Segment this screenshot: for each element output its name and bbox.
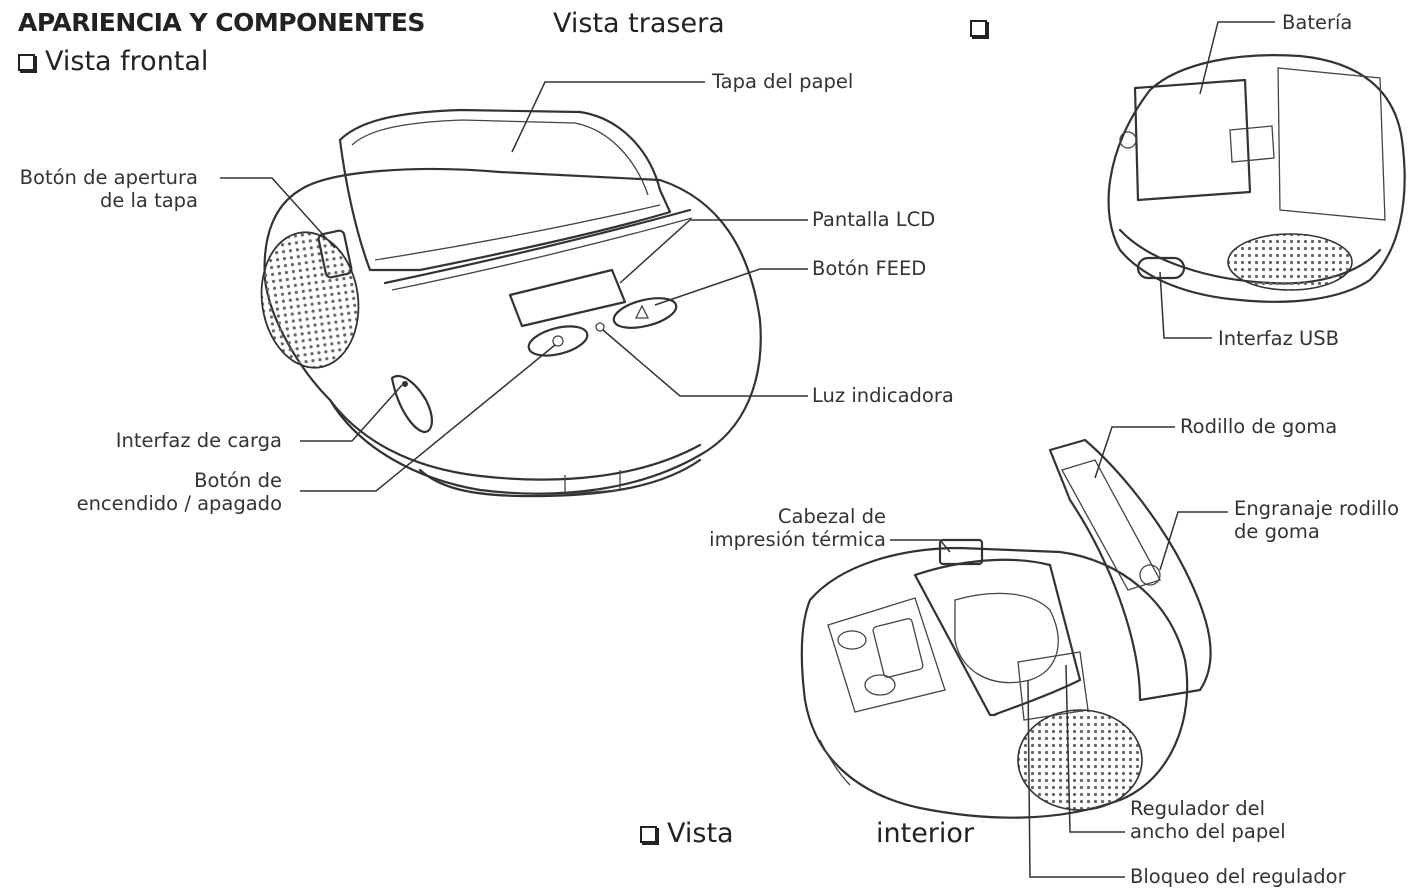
label-line: Engranaje rodillo xyxy=(1234,497,1400,520)
label-regulator-lock: Bloqueo del regulador xyxy=(1130,865,1346,888)
label-feed-button: Botón FEED xyxy=(812,257,927,280)
label-line: de goma xyxy=(1234,520,1320,543)
label-charge-port: Interfaz de carga xyxy=(115,429,282,452)
label-usb-port: Interfaz USB xyxy=(1218,327,1340,350)
rear-printer-drawing xyxy=(1107,54,1406,303)
page-title: APARIENCIA Y COMPONENTES xyxy=(18,8,425,37)
label-line: Cabezal de xyxy=(777,505,886,528)
section-interior-label-b: interior xyxy=(876,818,975,849)
label-power-button: Botón de encendido / apagado xyxy=(0,469,282,515)
label-lid-open-button: Botón de apertura de la tapa xyxy=(0,166,198,212)
label-line: de la tapa xyxy=(99,189,198,212)
label-lcd: Pantalla LCD xyxy=(812,208,936,231)
checkbox-icon xyxy=(18,54,35,71)
label-battery: Batería xyxy=(1282,11,1353,34)
checkbox-icon xyxy=(970,20,987,37)
leader-lines xyxy=(220,21,1275,878)
label-thermal-head: Cabezal de impresión térmica xyxy=(660,505,886,551)
label-roller-gear: Engranaje rodillo de goma xyxy=(1234,497,1399,543)
label-line: impresión térmica xyxy=(709,528,886,551)
section-interior-label-a: Vista xyxy=(667,818,734,849)
label-width-regulator: Regulador del ancho del papel xyxy=(1130,797,1286,843)
section-interior-view: Vista xyxy=(640,818,734,849)
label-rubber-roller: Rodillo de goma xyxy=(1180,415,1338,438)
checkbox-icon xyxy=(640,826,657,843)
label-paper-cover: Tapa del papel xyxy=(712,70,854,93)
front-printer-drawing xyxy=(260,108,762,498)
label-line: Botón de xyxy=(194,469,282,492)
section-front-label: Vista frontal xyxy=(45,46,209,77)
section-rear-view: Vista trasera xyxy=(553,8,725,39)
section-front-view: Vista frontal xyxy=(18,46,208,77)
label-indicator-light: Luz indicadora xyxy=(812,384,954,407)
label-line: Regulador del xyxy=(1130,797,1266,820)
label-line: ancho del papel xyxy=(1130,820,1286,843)
interior-printer-drawing xyxy=(800,438,1212,819)
label-line: encendido / apagado xyxy=(76,492,282,515)
label-line: Botón de apertura xyxy=(19,166,198,189)
